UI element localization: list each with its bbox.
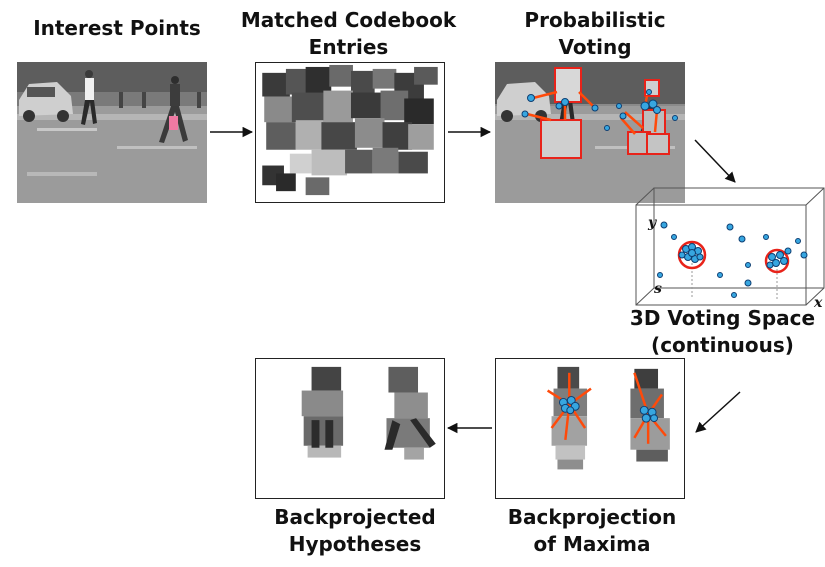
arrow-space-to-backprojection	[695, 391, 741, 433]
backprojected-hypotheses-image	[301, 366, 436, 460]
codebook-patch	[414, 66, 438, 85]
codebook-patch	[380, 90, 409, 121]
codebook-patch	[372, 68, 397, 89]
label-matched-codebook: Matched Codebook Entries	[226, 7, 471, 61]
codebook-patch	[266, 122, 296, 150]
voting-space-3d: y s x	[630, 185, 825, 310]
label-voting-space-line1: 3D Voting Space	[629, 306, 816, 330]
codebook-patch	[398, 151, 428, 174]
codebook-patch	[408, 124, 434, 150]
street-scene-image	[17, 62, 207, 203]
arrow-voting-to-space	[694, 139, 736, 183]
backprojection-maxima-panel	[495, 358, 685, 499]
label-backprojected-hypotheses: Backprojected Hypotheses	[250, 504, 460, 558]
backprojected-hypotheses-panel	[255, 358, 445, 499]
codebook-patch	[291, 92, 326, 123]
label-interest-points: Interest Points	[33, 16, 201, 40]
codebook-patches-image	[262, 64, 438, 196]
label-voting-space: 3D Voting Space (continuous)	[620, 305, 825, 359]
codebook-patch	[372, 147, 399, 174]
codebook-patch	[311, 149, 348, 176]
street-photo	[17, 62, 207, 203]
label-backprojection-maxima-line1: Backprojection	[507, 505, 677, 529]
codebook-patch	[329, 64, 353, 87]
label-backprojected-hypotheses-line2: Hypotheses	[288, 532, 422, 556]
codebook-patch	[262, 72, 290, 97]
codebook-patch	[264, 96, 294, 123]
voting-scene-image	[495, 62, 685, 203]
codebook-patch	[350, 92, 383, 119]
codebook-patch	[305, 177, 330, 196]
codebook-patch	[350, 70, 375, 95]
codebook-patch	[285, 68, 308, 95]
label-backprojection-maxima-line2: of Maxima	[533, 532, 651, 556]
codebook-patch	[345, 149, 373, 174]
codebook-patch	[382, 122, 413, 150]
label-voting-space-line2: (continuous)	[651, 333, 794, 357]
label-matched-codebook-line2: Entries	[308, 35, 389, 59]
codebook-entries-panel	[255, 62, 445, 203]
codebook-patch	[354, 118, 385, 148]
codebook-patch	[323, 90, 353, 123]
backprojection-maxima-image	[546, 366, 670, 470]
probabilistic-voting-panel	[495, 62, 685, 203]
codebook-patch	[321, 122, 357, 150]
codebook-patch	[295, 120, 324, 150]
label-probabilistic-voting-line1: Probabilistic	[524, 8, 666, 32]
axis-y-label: y	[647, 215, 657, 231]
label-backprojection-maxima: Backprojection of Maxima	[492, 504, 692, 558]
axis-s-label: s	[654, 281, 662, 297]
voting-space-cube: y s x	[635, 187, 825, 310]
label-probabilistic-voting: Probabilistic Voting	[490, 7, 700, 61]
label-probabilistic-voting-line2: Voting	[558, 35, 632, 59]
codebook-patch	[276, 173, 296, 192]
label-matched-codebook-line1: Matched Codebook	[240, 8, 457, 32]
label-backprojected-hypotheses-line1: Backprojected	[274, 505, 436, 529]
codebook-patch	[289, 153, 312, 174]
axis-x-label: x	[813, 295, 823, 310]
codebook-patch	[404, 98, 434, 125]
